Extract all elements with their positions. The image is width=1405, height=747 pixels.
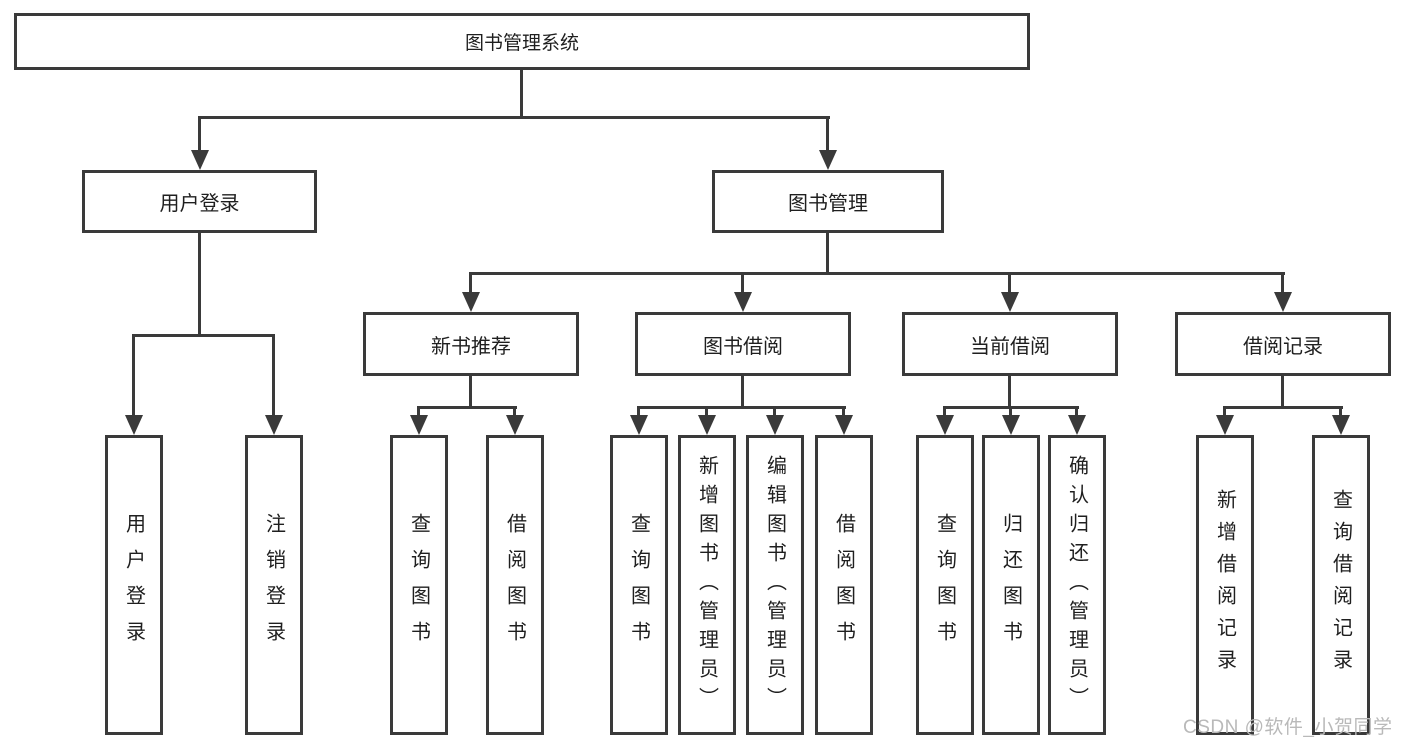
connector-stem-borrowing [741, 272, 744, 294]
connector-stem-leaf [132, 334, 135, 416]
arrow-down-icon [1274, 292, 1292, 312]
connector-new-books-branch [417, 406, 517, 409]
connector-root-stem [520, 69, 523, 118]
connector-stem-leaf [1009, 406, 1012, 418]
connector-stem-leaf [513, 406, 516, 418]
arrow-down-icon [698, 415, 716, 435]
leaf-logout: 注销登录 [245, 435, 303, 735]
arrow-down-icon [766, 415, 784, 435]
connector-stem-user-login [198, 116, 201, 152]
leaf-query-books: 查询图书 [390, 435, 448, 735]
node-label: 查询图书 [627, 513, 650, 657]
arrow-down-icon [506, 415, 524, 435]
connector-borrowing-stem [741, 376, 744, 408]
leaf-query-borrow-record: 查询借阅记录 [1312, 435, 1370, 735]
node-label: 图书借阅 [703, 335, 783, 358]
connector-stem-leaf [943, 406, 946, 418]
connector-level3-branch [469, 272, 1285, 275]
node-label: 新增借阅记录 [1213, 489, 1236, 681]
leaf-user-login: 用户登录 [105, 435, 163, 735]
arrow-down-icon [265, 415, 283, 435]
arrow-down-icon [410, 415, 428, 435]
connector-level2-branch [198, 116, 830, 119]
arrow-down-icon [191, 150, 209, 170]
node-label: 注销登录 [262, 513, 285, 657]
connector-stem-records [1281, 272, 1284, 294]
connector-user-login-branch [132, 334, 275, 337]
leaf-add-borrow-record: 新增借阅记录 [1196, 435, 1254, 735]
arrow-down-icon [630, 415, 648, 435]
node-new-book-recommend: 新书推荐 [363, 312, 579, 376]
connector-stem-leaf [705, 406, 708, 418]
node-label: 新书推荐 [431, 335, 511, 358]
node-user-login: 用户登录 [82, 170, 317, 233]
leaf-query-books: 查询图书 [610, 435, 668, 735]
node-label: 借阅图书 [832, 513, 855, 657]
node-label: 借阅图书 [503, 513, 526, 657]
connector-stem-book-mgmt [826, 116, 829, 152]
connector-records-stem [1281, 376, 1284, 408]
connector-borrowing-branch [637, 406, 846, 409]
connector-records-branch [1223, 406, 1343, 409]
arrow-down-icon [125, 415, 143, 435]
arrow-down-icon [1068, 415, 1086, 435]
connector-stem-leaf [1223, 406, 1226, 418]
csdn-watermark: CSDN @软件_小贺同学 [1183, 717, 1393, 738]
arrow-down-icon [1216, 415, 1234, 435]
arrow-down-icon [734, 292, 752, 312]
arrow-down-icon [835, 415, 853, 435]
arrow-down-icon [1332, 415, 1350, 435]
arrow-down-icon [462, 292, 480, 312]
connector-stem-leaf [773, 406, 776, 418]
node-label: 当前借阅 [970, 335, 1050, 358]
connector-new-books-stem [469, 376, 472, 408]
arrow-down-icon [936, 415, 954, 435]
connector-stem-new-books [469, 272, 472, 294]
arrow-down-icon [819, 150, 837, 170]
connector-stem-leaf [842, 406, 845, 418]
node-label: 归还图书 [999, 513, 1022, 657]
leaf-borrow-books: 借阅图书 [486, 435, 544, 735]
node-label: 确认归还（管理员） [1065, 454, 1088, 716]
connector-stem-current [1008, 272, 1011, 294]
connector-stem-leaf [417, 406, 420, 418]
leaf-borrow-books: 借阅图书 [815, 435, 873, 735]
node-label: 图书管理系统 [464, 33, 579, 54]
node-book-borrowing: 图书借阅 [635, 312, 851, 376]
node-current-borrowing: 当前借阅 [902, 312, 1118, 376]
connector-current-stem [1008, 376, 1011, 408]
connector-user-login-stem [198, 233, 201, 336]
node-borrowing-records: 借阅记录 [1175, 312, 1391, 376]
connector-stem-leaf [637, 406, 640, 418]
arrow-down-icon [1002, 415, 1020, 435]
connector-book-mgmt-stem [826, 233, 829, 275]
node-label: 编辑图书（管理员） [763, 454, 786, 716]
node-label: 查询借阅记录 [1329, 489, 1352, 681]
arrow-down-icon [1001, 292, 1019, 312]
leaf-edit-book-admin: 编辑图书（管理员） [746, 435, 804, 735]
node-label: 查询图书 [407, 513, 430, 657]
node-root-system: 图书管理系统 [14, 13, 1030, 70]
node-book-management: 图书管理 [712, 170, 944, 233]
connector-stem-leaf [1339, 406, 1342, 418]
node-label: 图书管理 [788, 193, 868, 215]
node-label: 用户登录 [122, 513, 145, 657]
leaf-query-books: 查询图书 [916, 435, 974, 735]
leaf-return-books: 归还图书 [982, 435, 1040, 735]
node-label: 用户登录 [159, 193, 240, 215]
node-label: 借阅记录 [1243, 335, 1323, 358]
connector-stem-leaf [1075, 406, 1078, 418]
leaf-confirm-return-admin: 确认归还（管理员） [1048, 435, 1106, 735]
leaf-add-book-admin: 新增图书（管理员） [678, 435, 736, 735]
node-label: 新增图书（管理员） [695, 454, 718, 716]
connector-stem-leaf [272, 334, 275, 416]
node-label: 查询图书 [933, 513, 956, 657]
